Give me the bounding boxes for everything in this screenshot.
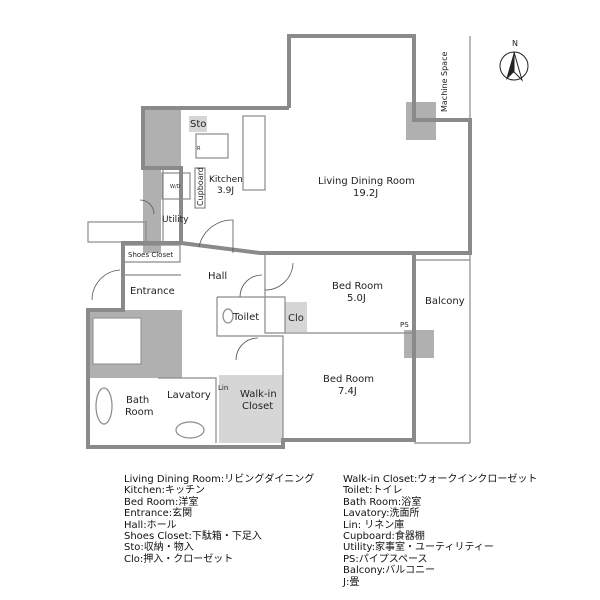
legend-item: Utility:家事室・ユーティリティー xyxy=(343,542,494,554)
label-shoes-closet: Shoes Closet xyxy=(128,251,173,259)
wall-block xyxy=(143,108,181,168)
bathtub-icon xyxy=(95,387,113,425)
door-swing xyxy=(91,269,121,301)
wall-block xyxy=(404,330,434,358)
label-bedroom-1-size: 5.0J xyxy=(347,293,366,304)
door-swing xyxy=(264,262,294,291)
label-kitchen: Kitchen xyxy=(209,175,243,185)
label-clo: Clo xyxy=(288,313,304,324)
wall-block xyxy=(92,317,142,365)
legend-item: Kitchen:キッチン xyxy=(124,485,205,497)
label-ps: PS xyxy=(400,321,409,329)
compass-label: N xyxy=(512,39,518,48)
label-sto: Sto xyxy=(190,119,206,130)
label-closet: Closet xyxy=(242,401,273,412)
label-bath: Bath xyxy=(126,395,149,406)
label-bedroom-1: Bed Room xyxy=(332,281,383,292)
legend-item: J:畳 xyxy=(343,576,360,588)
shoes-closet-wall xyxy=(125,244,181,263)
label-walk-in: Walk-in xyxy=(240,389,277,400)
label-hall: Hall xyxy=(208,271,227,282)
legend-item: Clo:押入・クローゼット xyxy=(124,553,234,565)
interior-wall xyxy=(180,241,414,255)
fridge xyxy=(195,133,229,159)
legend-item: PS:パイプスペース xyxy=(343,553,428,565)
wall-block xyxy=(143,168,161,253)
cupboard xyxy=(194,167,206,209)
label-living: Living Dining Room xyxy=(318,176,415,187)
label-fridge: R xyxy=(197,146,201,152)
label-utility: Utility xyxy=(162,215,189,225)
label-lin: Lin xyxy=(218,384,228,392)
walk-in-closet-fill xyxy=(219,375,283,443)
legend-right: Walk-in Closet:ウォークインクローゼット Toilet:トイレ B… xyxy=(343,474,537,588)
legend-left: Living Dining Room:リビングダイニング Kitchen:キッチ… xyxy=(124,474,314,565)
door-swing xyxy=(198,219,234,253)
interior-wall xyxy=(158,377,217,443)
sink-icon xyxy=(175,421,205,439)
legend-item: Lavatory:洗面所 xyxy=(343,508,420,520)
legend-item: Entrance:玄関 xyxy=(124,508,193,520)
legend-item: Bed Room:洋室 xyxy=(124,496,199,508)
legend-item: Living Dining Room:リビングダイニング xyxy=(124,474,315,485)
label-machine-space: Machine Space xyxy=(440,52,449,112)
washer xyxy=(161,172,191,200)
label-toilet: Toilet xyxy=(232,312,259,323)
label-room: Room xyxy=(125,407,153,418)
door-swing xyxy=(139,199,155,215)
clo-fill xyxy=(285,302,307,332)
legend-item: Toilet:トイレ xyxy=(343,485,403,497)
outdoor-unit xyxy=(87,221,147,243)
toilet-icon xyxy=(222,308,234,324)
label-living-size: 19.2J xyxy=(353,188,378,199)
interior-wall xyxy=(264,253,414,334)
kitchen-counter xyxy=(242,115,266,191)
legend-item: Hall:ホール xyxy=(124,519,177,531)
label-entrance: Entrance xyxy=(130,286,175,297)
label-kitchen-size: 3.9J xyxy=(217,186,234,196)
door-swing xyxy=(239,274,263,298)
legend-item: Lin: リネン庫 xyxy=(343,519,405,531)
label-bedroom-2: Bed Room xyxy=(323,374,374,385)
legend-item: Shoes Closet:下駄箱・下足入 xyxy=(124,531,262,543)
legend-item: Bath Room:浴室 xyxy=(343,496,422,508)
north-compass: N xyxy=(499,39,529,82)
interior-wall xyxy=(216,297,284,440)
label-balcony: Balcony xyxy=(425,296,465,307)
label-lavatory: Lavatory xyxy=(167,390,211,401)
label-cupboard: Cupboard xyxy=(196,167,205,206)
legend-item: Sto:収納・物入 xyxy=(124,542,194,554)
legend-item: Walk-in Closet:ウォークインクローゼット xyxy=(343,474,538,485)
legend-item: Balcony:バルコニー xyxy=(343,565,436,577)
sto-fill xyxy=(189,116,207,132)
door-swing xyxy=(235,337,259,361)
compass-arrow-icon xyxy=(506,52,514,80)
outer-wall xyxy=(86,34,472,449)
label-bedroom-2-size: 7.4J xyxy=(338,386,357,397)
legend-item: Cupboard:食器棚 xyxy=(343,531,425,543)
label-washer: W/D xyxy=(170,184,181,190)
